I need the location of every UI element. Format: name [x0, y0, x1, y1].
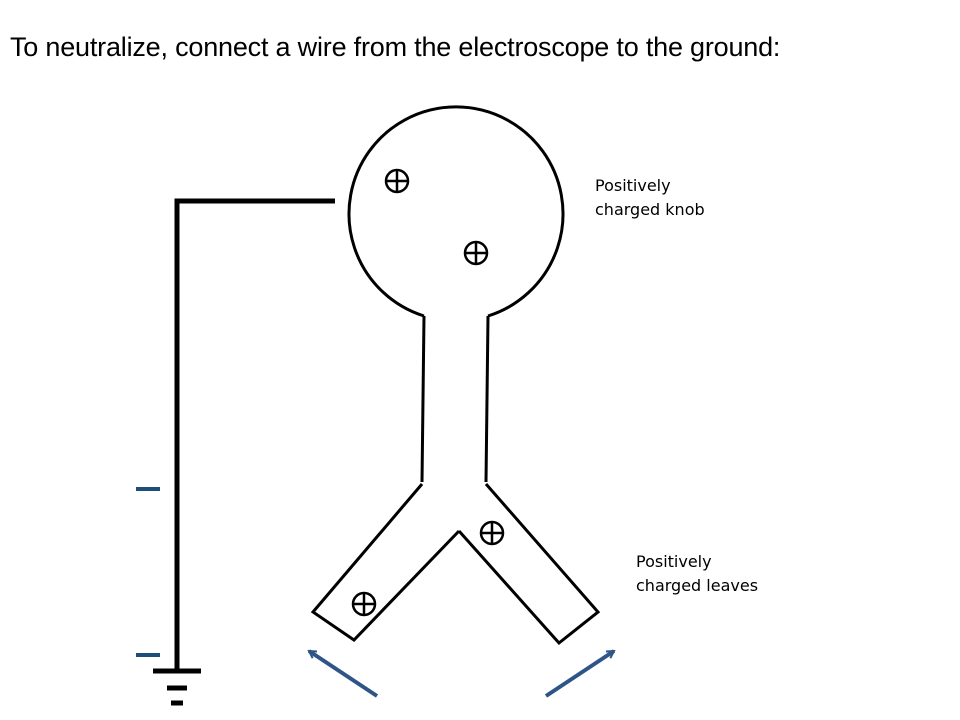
right-leaf: [457, 483, 601, 646]
left-leaf: [310, 483, 461, 642]
leaves-label-line1: Positively: [636, 552, 712, 571]
ground-wire: [174, 198, 335, 670]
left-arrow-icon: [309, 649, 379, 698]
knob-label: Positively charged knob: [595, 174, 705, 222]
stem-left-edge: [420, 315, 426, 483]
stem-right-edge: [484, 315, 490, 483]
positive-charge-icon: [384, 168, 410, 194]
ground-symbol-icon: [153, 668, 201, 706]
right-arrow-icon: [544, 649, 614, 698]
slide-title: To neutralize, connect a wire from the e…: [10, 32, 781, 62]
positive-charge-icon: [463, 240, 489, 266]
electroscope-knob: [347, 105, 565, 318]
positive-charge-icon: [479, 520, 505, 546]
positive-charge-icon: [351, 591, 377, 617]
leaves-label-line2: charged leaves: [636, 576, 759, 595]
knob-label-line1: Positively: [595, 176, 671, 195]
leaves-label: Positively charged leaves: [636, 550, 758, 598]
knob-label-line2: charged knob: [595, 200, 705, 219]
